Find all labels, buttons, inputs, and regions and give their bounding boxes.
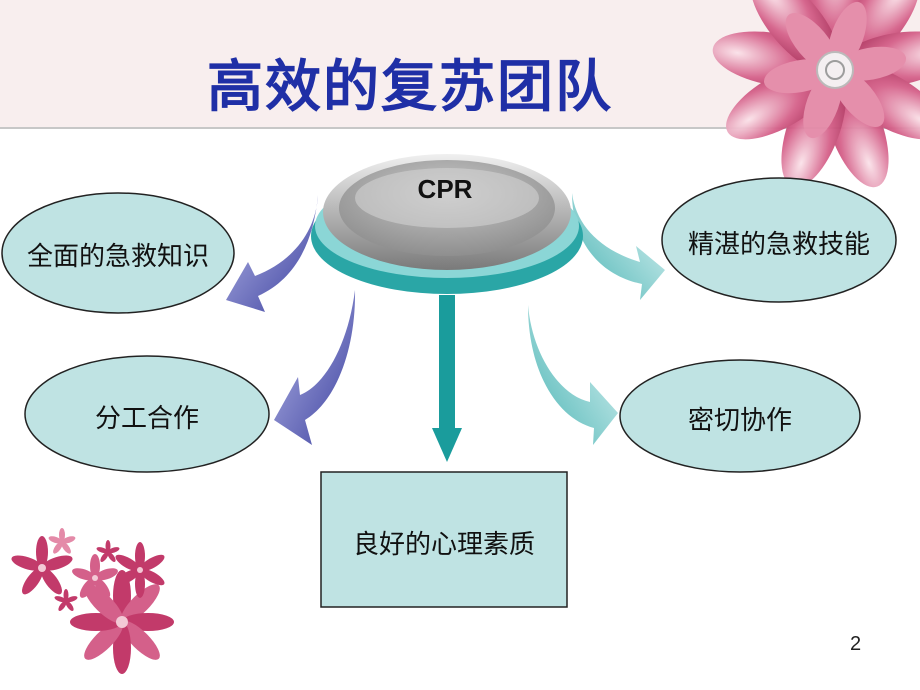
node-knowledge-label: 全面的急救知识 (26, 242, 209, 272)
cpr-center-node (311, 154, 583, 294)
node-division-label: 分工合作 (94, 404, 199, 434)
header-flower-decoration (712, 0, 920, 188)
cpr-label: CPR (417, 174, 473, 204)
node-skills-label: 精湛的急救技能 (687, 230, 870, 260)
node-knowledge-shape (1, 192, 235, 314)
slide-title: 高效的复苏团队 (207, 55, 613, 120)
node-psychology-shape (320, 471, 568, 608)
arrow-to-knowledge (226, 195, 318, 312)
arrow-to-cooperation (528, 305, 618, 445)
node-cooperation-label: 密切协作 (687, 406, 792, 436)
page-number: 2 (850, 633, 862, 655)
node-cooperation-shape (619, 359, 861, 473)
arrow-to-division (274, 290, 356, 445)
node-skills-shape (661, 177, 897, 303)
arrow-to-psychology (432, 295, 462, 462)
node-psychology-label: 良好的心理素质 (352, 530, 535, 560)
header-divider (0, 127, 920, 129)
node-division-shape (24, 355, 270, 473)
arrow-to-skills (572, 193, 665, 300)
footer-flower-decoration (11, 528, 174, 674)
